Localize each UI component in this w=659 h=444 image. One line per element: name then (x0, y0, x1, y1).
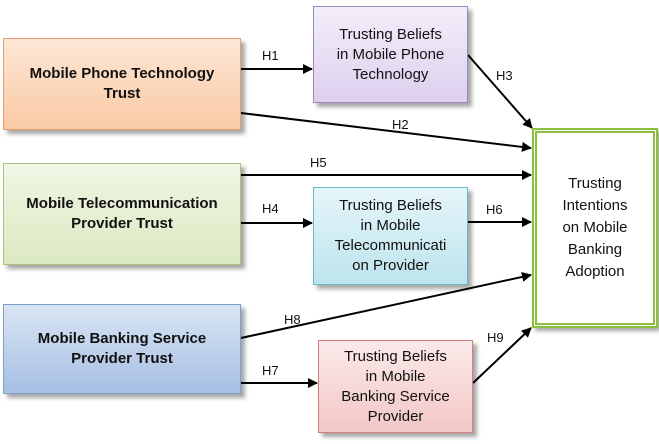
h1-label: H1 (262, 48, 279, 63)
banking-provider-trust-box: Mobile Banking Service Provider Trust (3, 304, 241, 394)
h3-label: H3 (496, 68, 513, 83)
beliefs-banking-provider-label: Trusting Beliefs in Mobile Banking Servi… (341, 347, 450, 425)
h4-label: H4 (262, 201, 279, 216)
banking-provider-trust-label: Mobile Banking Service Provider Trust (37, 330, 207, 367)
phone-technology-trust-label: Mobile Phone Technology Trust (29, 65, 215, 102)
h2-label: H2 (392, 117, 409, 132)
arrow-h2 (240, 112, 532, 152)
beliefs-telecom-provider-label: Trusting Beliefs in Mobile Telecommunica… (334, 197, 447, 274)
arrow-h8 (240, 272, 532, 339)
beliefs-phone-technology-label: Trusting Beliefs in Mobile Phone Technol… (336, 25, 445, 83)
beliefs-phone-technology-box: Trusting Beliefs in Mobile Phone Technol… (313, 6, 468, 103)
phone-technology-trust-box: Mobile Phone Technology Trust (3, 38, 241, 130)
telecom-provider-trust-label: Mobile Telecommunication Provider Trust (26, 195, 218, 232)
h6-label: H6 (486, 202, 503, 217)
beliefs-telecom-provider-box: Trusting Beliefs in Mobile Telecommunica… (313, 187, 468, 285)
arrow-h9 (472, 327, 532, 384)
trusting-intentions-box: Trusting Intentions on Mobile Banking Ad… (532, 128, 658, 328)
h9-label: H9 (487, 330, 504, 345)
h8-label: H8 (284, 312, 301, 327)
arrow-h3 (467, 54, 533, 129)
trusting-intentions-label: Trusting Intentions on Mobile Banking Ad… (562, 175, 628, 280)
h7-label: H7 (262, 363, 279, 378)
h5-label: H5 (310, 155, 327, 170)
telecom-provider-trust-box: Mobile Telecommunication Provider Trust (3, 163, 241, 265)
beliefs-banking-provider-box: Trusting Beliefs in Mobile Banking Servi… (318, 340, 473, 433)
